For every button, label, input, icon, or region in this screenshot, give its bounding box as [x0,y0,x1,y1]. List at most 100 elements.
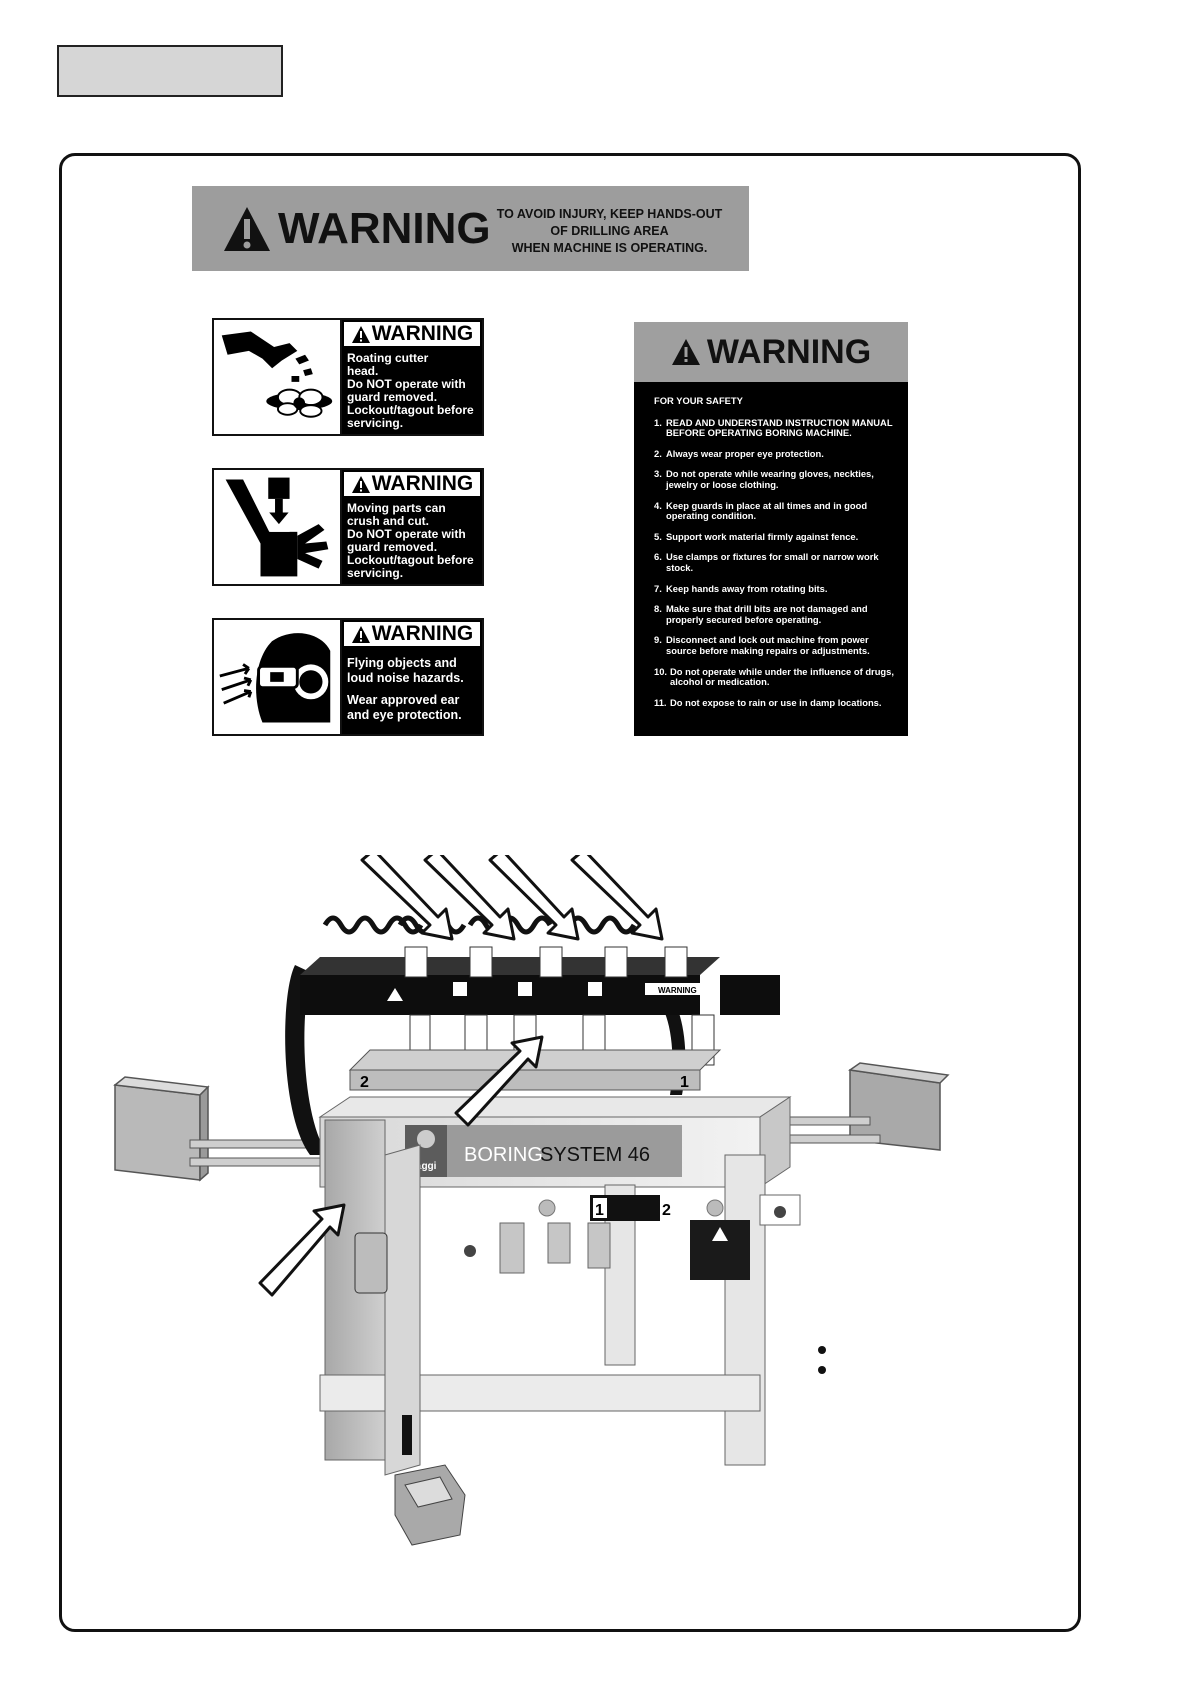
safety-rule-text: Support work material firmly against fen… [666,530,859,542]
warning-triangle-icon [351,625,370,643]
safety-rule-text: Do not operate while under the influence… [670,665,894,688]
right-support-arm [779,1062,950,1151]
safety-rule-item: 8. Make sure that drill bits are not dama… [654,603,900,625]
safety-rule-number: 8. [654,603,662,615]
brand-logo: maggi [407,1161,437,1172]
warning-triangle-icon [351,475,370,493]
label-line: head. [347,364,379,378]
safety-rule-item: 9. Disconnect and lock out machine from p… [654,634,900,656]
warning-triangle-icon [671,339,700,365]
banner-line: OF DRILLING AREA [550,224,669,238]
warning-triangle-icon [224,206,270,251]
rotating-cutter-warning-label: WARNING Roating cutter head. Do NOT oper… [212,318,484,436]
safety-rule-number: 2. [654,447,662,459]
label-line: Flying objects and [347,656,457,670]
warning-triangle-icon [351,325,370,343]
safety-rule-number: 11. [654,696,667,708]
pictogram [214,320,342,434]
safety-rule-number: 6. [654,551,662,563]
safety-rule-text: Keep guards in place at all times and in… [666,499,868,522]
model-name-dark: SYSTEM 46 [540,1144,650,1166]
label-heading-text: WARNING [706,332,872,371]
safety-rule-number: 3. [654,468,662,480]
fence-position-2: 2 [360,1074,369,1091]
safety-rule-text: Make sure that drill bits are not damage… [666,603,868,625]
label-line: Lockout/tagout before [347,403,474,417]
label-heading-text: WARNING [371,622,474,645]
label-heading: WARNING [344,622,480,648]
label-heading: WARNING [344,472,480,498]
label-line: servicing. [347,566,404,580]
label-heading-text: WARNING [371,322,474,345]
safety-rule-number: 7. [654,582,662,594]
switch-position-1: 1 [595,1202,604,1219]
safety-rule-number: 1. [654,416,662,428]
label-line [347,686,477,693]
label-line: guard removed. [347,540,438,554]
safety-rule-item: 4. Keep guards in place at all times and … [654,499,900,522]
safety-rules-list: FOR YOUR SAFETY 1. READ AND UNDERSTAND IN… [634,382,908,708]
safety-rule-text: READ AND UNDERSTAND INSTRUCTION MANUAL B… [666,416,893,439]
hands-out-warning-banner: WARNING TO AVOID INJURY, KEEP HANDS-OUT … [192,186,749,271]
safety-rule-number: 5. [654,530,662,542]
ear-eye-protection-icon [219,633,331,723]
label-location-arrows [258,855,664,1297]
label-line: guard removed. [347,390,438,404]
label-body: Moving parts can crush and cut. Do NOT o… [342,498,482,584]
label-heading-text: WARNING [371,472,474,495]
safety-rule-item: 3. Do not operate while wearing gloves, n… [654,469,900,490]
rail-warning-text: WARNING [658,986,697,995]
crush-hazard-icon [225,477,329,577]
safety-rule-text: Always wear proper eye protection. [666,447,824,459]
label-line: and eye protection. [347,708,462,722]
fence-position-1: 1 [680,1074,689,1091]
switch-position-2: 2 [662,1202,671,1219]
safety-intro: FOR YOUR SAFETY [654,395,743,406]
safety-rule-text: Do not expose to rain or use in damp loc… [670,696,882,708]
safety-rule-item: 7. Keep hands away from rotating bits. [654,582,900,595]
boring-machine-illustration: WARNING 2 1 maggi BORING SYSTEM 46 1 2 [113,855,950,1546]
label-line: loud noise hazards. [347,671,464,685]
safety-rules-label: WARNING FOR YOUR SAFETY 1. READ AND UNDER… [634,322,908,736]
banner-message: TO AVOID INJURY, KEEP HANDS-OUT OF DRILL… [482,206,737,257]
model-name-light: BORING [464,1144,543,1166]
safety-rule-item: 11.Do not expose to rain or use in damp … [654,696,900,709]
content-frame [59,153,1081,1632]
pictogram [214,620,342,734]
left-support-arm [113,1076,401,1182]
label-line: Roating cutter [347,351,429,365]
safety-rule-number: 9. [654,634,662,646]
section-tab [57,45,283,97]
label-line: Do NOT operate with [347,377,466,391]
safety-rule-number: 10. [654,665,668,677]
foot-pedal [394,1415,466,1546]
label-body: Flying objects and loud noise hazards. W… [342,648,482,727]
safety-rule-item: 10.Do not operate while under the influe… [654,665,900,688]
label-line: crush and cut. [347,514,430,528]
crush-hazard-warning-label: WARNING Moving parts can crush and cut. … [212,468,484,586]
safety-rule-text: Disconnect and lock out machine from pow… [666,634,870,656]
safety-rule-item: 5. Support work material firmly against f… [654,530,900,543]
safety-rule-item: 1. READ AND UNDERSTAND INSTRUCTION MANUAL… [654,416,900,439]
banner-line: TO AVOID INJURY, KEEP HANDS-OUT [496,207,723,221]
label-heading: WARNING [634,322,908,382]
label-heading: WARNING [344,322,480,348]
label-line: Wear approved ear [347,693,460,707]
safety-rule-text: Keep hands away from rotating bits. [666,582,828,594]
label-line: servicing. [347,416,404,430]
label-body: Roating cutter head. Do NOT operate with… [342,348,482,434]
pneumatic-coils [322,915,637,935]
rotating-cutter-icon [221,331,333,418]
safety-rule-item: 6. Use clamps or fixtures for small or na… [654,551,900,573]
pictogram [214,470,342,584]
banner-warning-word: WARNING [278,203,491,253]
ear-eye-protection-warning-label: WARNING Flying objects and loud noise ha… [212,618,484,736]
safety-rule-text: Do not operate while wearing gloves, nec… [666,468,874,490]
label-line: Lockout/tagout before [347,553,474,567]
safety-rule-number: 4. [654,499,662,511]
label-line: Do NOT operate with [347,527,466,541]
banner-line: WHEN MACHINE IS OPERATING. [511,241,708,255]
safety-rule-item: 2. Always wear proper eye protection. [654,447,900,460]
safety-rule-text: Use clamps or fixtures for small or narr… [666,551,879,573]
label-line: Moving parts can [347,501,446,515]
